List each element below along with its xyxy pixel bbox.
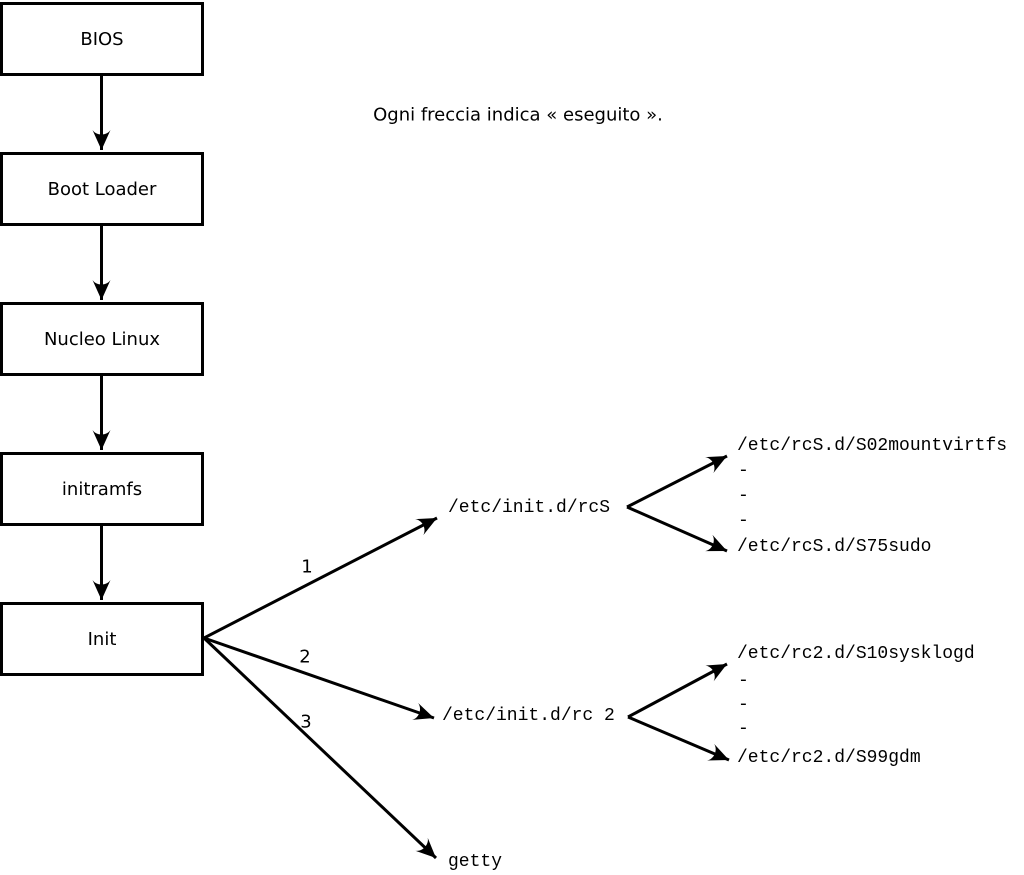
rcs-child-ellipsis-1: - [738, 461, 749, 481]
rc2-child-ellipsis-1: - [738, 671, 749, 691]
box-nucleo-linux-label: Nucleo Linux [43, 328, 161, 350]
rc2-child-ellipsis-2: - [738, 695, 749, 715]
branch-3-number: 3 [300, 711, 312, 733]
rcs-child-ellipsis-3: - [738, 511, 749, 531]
arrow-rcs-to-s75sudo [626, 505, 728, 553]
box-init: Init [0, 602, 204, 676]
branch-3-target: getty [448, 852, 503, 872]
branch-1-target: /etc/init.d/rcS [448, 498, 611, 518]
rcs-child-s02mountvirtfs: /etc/rcS.d/S02mountvirtfs [737, 436, 1008, 456]
rc2-child-s10sysklogd: /etc/rc2.d/S10sysklogd [737, 644, 975, 664]
arrow-rc2-to-s10sysklogd [627, 662, 728, 719]
arrow-init-to-rcs [203, 516, 438, 640]
arrow-rc2-to-s99gdm [627, 715, 730, 762]
rc2-child-ellipsis-3: - [738, 719, 749, 739]
rc2-child-s99gdm: /etc/rc2.d/S99gdm [737, 748, 921, 768]
rcs-child-s75sudo: /etc/rcS.d/S75sudo [737, 537, 932, 557]
box-initramfs-label: initramfs [61, 478, 143, 500]
arrow-init-to-getty [202, 636, 438, 860]
caption: Ogni freccia indica « eseguito ». [373, 104, 663, 126]
box-nucleo-linux: Nucleo Linux [0, 302, 204, 376]
branch-2-number: 2 [299, 646, 311, 668]
box-bios: BIOS [0, 2, 204, 76]
box-init-label: Init [87, 628, 117, 650]
arrow-rcs-to-s02mountvirtfs [626, 454, 728, 509]
box-initramfs: initramfs [0, 452, 204, 526]
box-bios-label: BIOS [80, 28, 124, 50]
box-boot-loader: Boot Loader [0, 152, 204, 226]
arrow-init-to-rc2 [203, 636, 435, 720]
box-boot-loader-label: Boot Loader [47, 178, 157, 200]
branch-1-number: 1 [301, 556, 313, 578]
branch-2-target: /etc/init.d/rc 2 [442, 706, 615, 726]
rcs-child-ellipsis-2: - [738, 486, 749, 506]
